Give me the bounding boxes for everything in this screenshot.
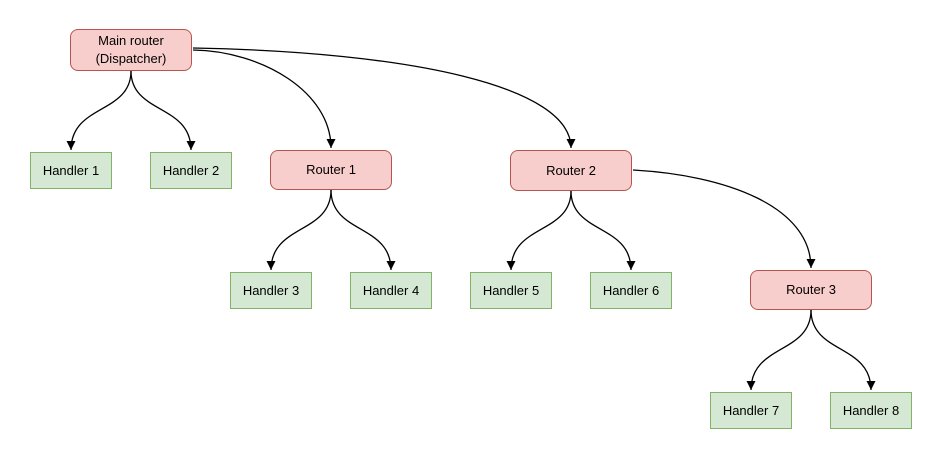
edge-main-to-handler1 <box>66 70 132 151</box>
node-handler-8: Handler 8 <box>830 392 912 429</box>
node-handler-7: Handler 7 <box>710 392 792 429</box>
edge-main-to-router2 <box>192 47 576 149</box>
edge-router3-to-handler7 <box>746 309 812 391</box>
node-router-2: Router 2 <box>510 150 632 191</box>
node-handler-2: Handler 2 <box>150 152 232 189</box>
node-main-router: Main router (Dispatcher) <box>70 29 192 71</box>
node-handler-3: Handler 3 <box>230 272 312 309</box>
edge-main-to-handler2 <box>130 70 196 151</box>
node-router-1: Router 1 <box>270 150 392 190</box>
edge-router2-to-handler6 <box>570 190 636 271</box>
node-router-3: Router 3 <box>750 270 872 310</box>
edge-router3-to-handler8 <box>810 309 876 391</box>
node-handler-6: Handler 6 <box>590 272 672 309</box>
edge-router2-to-router3 <box>632 169 816 269</box>
edge-router1-to-handler3 <box>266 189 332 271</box>
edge-main-to-router1 <box>192 49 336 149</box>
node-handler-4: Handler 4 <box>350 272 432 309</box>
node-handler-1: Handler 1 <box>30 152 112 189</box>
edge-router1-to-handler4 <box>330 189 396 271</box>
edge-router2-to-handler5 <box>506 190 572 271</box>
node-handler-5: Handler 5 <box>470 272 552 309</box>
